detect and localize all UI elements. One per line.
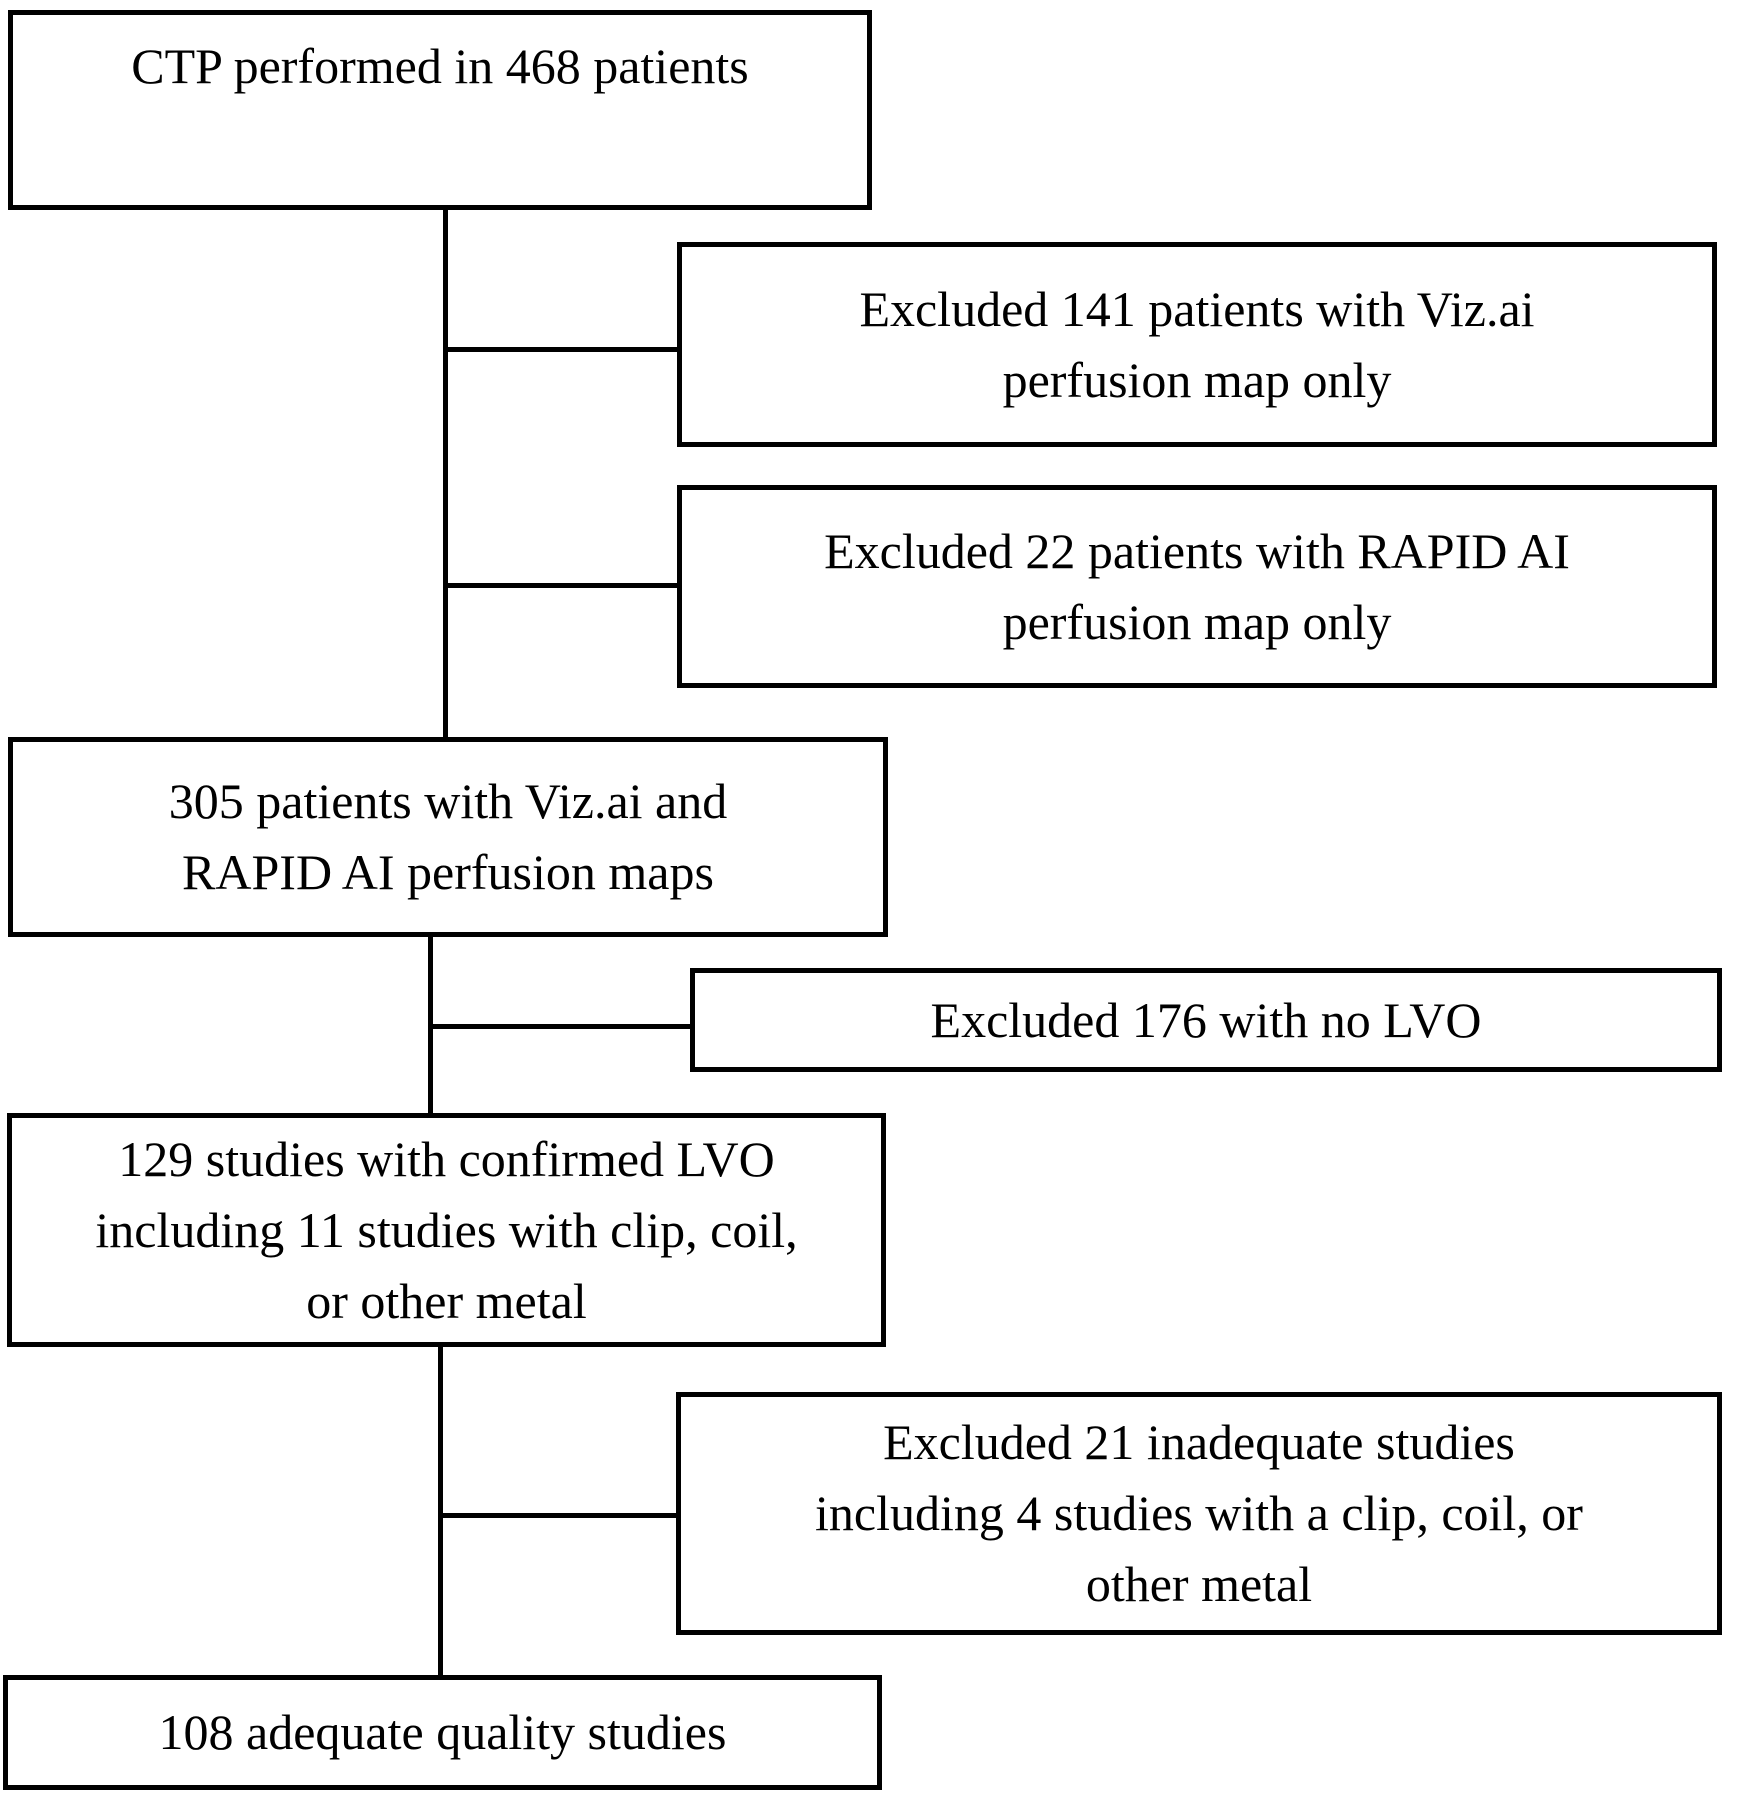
box-confirmed-lvo: 129 studies with confirmed LVO including… [7, 1113, 886, 1347]
branch-to-excluded-no-lvo [428, 1024, 690, 1029]
box-excluded-inadequate: Excluded 21 inadequate studies including… [676, 1392, 1722, 1635]
box-excluded-rapid-only: Excluded 22 patients with RAPID AI perfu… [677, 485, 1717, 688]
box-text-line: perfusion map only [1002, 593, 1392, 650]
spine-segment-bottom [438, 1347, 443, 1675]
box-both-perfusion-maps: 305 patients with Viz.ai and RAPID AI pe… [8, 737, 888, 937]
box-text-line: CTP performed in 468 patients [131, 38, 749, 94]
branch-to-excluded-inadequate [438, 1513, 676, 1518]
box-ctp-performed: CTP performed in 468 patients [8, 10, 872, 210]
box-text-line: 129 studies with confirmed LVO [118, 1130, 775, 1187]
box-adequate-quality: 108 adequate quality studies [3, 1675, 882, 1790]
box-text-line: or other metal [306, 1272, 587, 1329]
box-text-line: Excluded 141 patients with Viz.ai [859, 280, 1535, 337]
box-text-line: Excluded 21 inadequate studies [883, 1414, 1515, 1470]
box-text-line: including 11 studies with clip, coil, [95, 1201, 798, 1258]
box-text-line: 108 adequate quality studies [158, 1704, 727, 1760]
branch-to-excluded-rapid-only [443, 583, 677, 588]
branch-to-excluded-viz-only [443, 347, 677, 352]
spine-segment-top [443, 210, 448, 737]
box-text-line: RAPID AI perfusion maps [182, 844, 714, 900]
box-text-line: Excluded 22 patients with RAPID AI [824, 522, 1570, 579]
box-text-line: perfusion map only [1002, 351, 1392, 408]
box-text-line: other metal [1085, 1556, 1313, 1612]
box-text-line: 305 patients with Viz.ai and [168, 773, 728, 829]
box-text-line: including 4 studies with a clip, coil, o… [815, 1485, 1583, 1541]
box-text-line: Excluded 176 with no LVO [930, 991, 1482, 1048]
box-excluded-viz-only: Excluded 141 patients with Viz.ai perfus… [677, 242, 1717, 447]
box-excluded-no-lvo: Excluded 176 with no LVO [690, 968, 1722, 1072]
